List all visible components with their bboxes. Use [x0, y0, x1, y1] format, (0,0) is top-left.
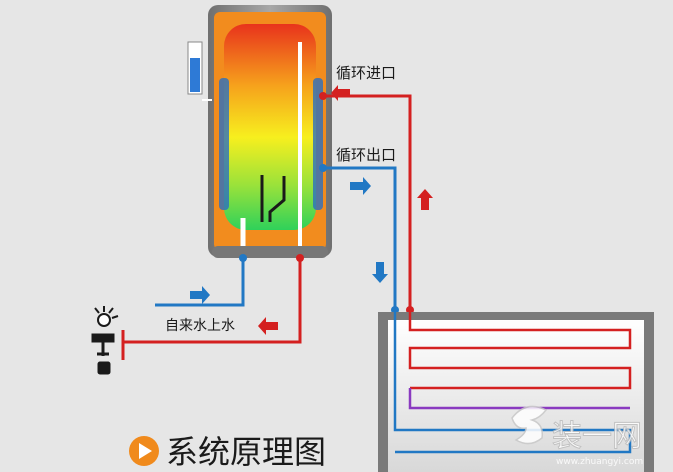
valve-knob: [97, 342, 109, 356]
flow-arrow-icon: [331, 85, 350, 101]
level-gauge-fill: [190, 58, 200, 92]
shower-arm: [94, 306, 119, 319]
tank-coil-left: [219, 78, 229, 210]
flow-arrow-icon: [258, 317, 278, 335]
watermark-logo-icon: [511, 405, 548, 445]
label-outlet: 循环出口: [336, 146, 396, 164]
collector-tube-cold: [393, 312, 632, 454]
faucet-base: [97, 361, 111, 375]
pipe-inlet-hot: [323, 94, 412, 310]
junction-inlet: [319, 92, 327, 100]
junction-outlet: [319, 164, 327, 172]
watermark: 装一网 www.zhuangyi.com: [511, 405, 643, 467]
junction-tank-hot: [296, 254, 304, 262]
water-tank: [187, 5, 332, 258]
pipe-tap-cold: [155, 256, 245, 307]
label-tap-water: 自来水上水: [165, 318, 235, 334]
play-icon: [139, 443, 152, 459]
flow-arrow-icon: [372, 262, 388, 283]
page-title: 系统原理图: [166, 433, 326, 471]
pipe-outlet-cold: [323, 166, 397, 310]
title-block: 系统原理图: [129, 433, 326, 471]
tank-heat-gradient: [224, 24, 316, 230]
pipes: [121, 94, 412, 360]
collector-tube-hot: [408, 312, 632, 390]
flow-arrow-icon: [190, 286, 210, 304]
solar-collector: [378, 312, 654, 472]
valve: [91, 333, 115, 343]
shower-head: [97, 313, 111, 327]
junction-tank-cold: [239, 254, 247, 262]
collector-tube-mid: [408, 388, 630, 410]
flow-arrow-icon: [417, 189, 433, 210]
tank-coil-right: [313, 78, 323, 210]
tank-base: [212, 246, 328, 258]
collector-panel: [388, 320, 644, 472]
watermark-brand: 装一网: [552, 419, 642, 454]
heating-element: [260, 175, 286, 222]
flow-arrows: [190, 85, 433, 335]
flow-arrow-icon: [350, 177, 371, 195]
label-inlet: 循环进口: [336, 64, 396, 82]
watermark-url: www.zhuangyi.com: [556, 457, 643, 467]
faucet-icon: [91, 306, 119, 375]
pipe-hot-out: [123, 256, 302, 344]
